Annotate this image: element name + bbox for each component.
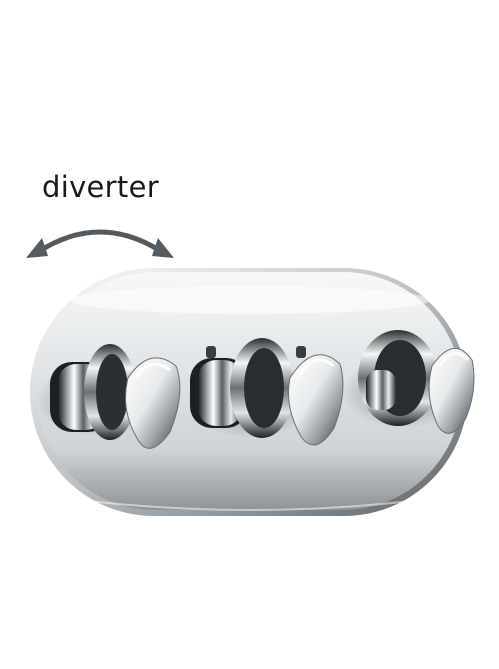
handle-2 [186,338,344,446]
handle-3 [342,330,475,434]
diverter-label: diverter [42,170,159,204]
handle-1 [36,344,181,449]
curved-double-arrow-icon [26,229,174,258]
